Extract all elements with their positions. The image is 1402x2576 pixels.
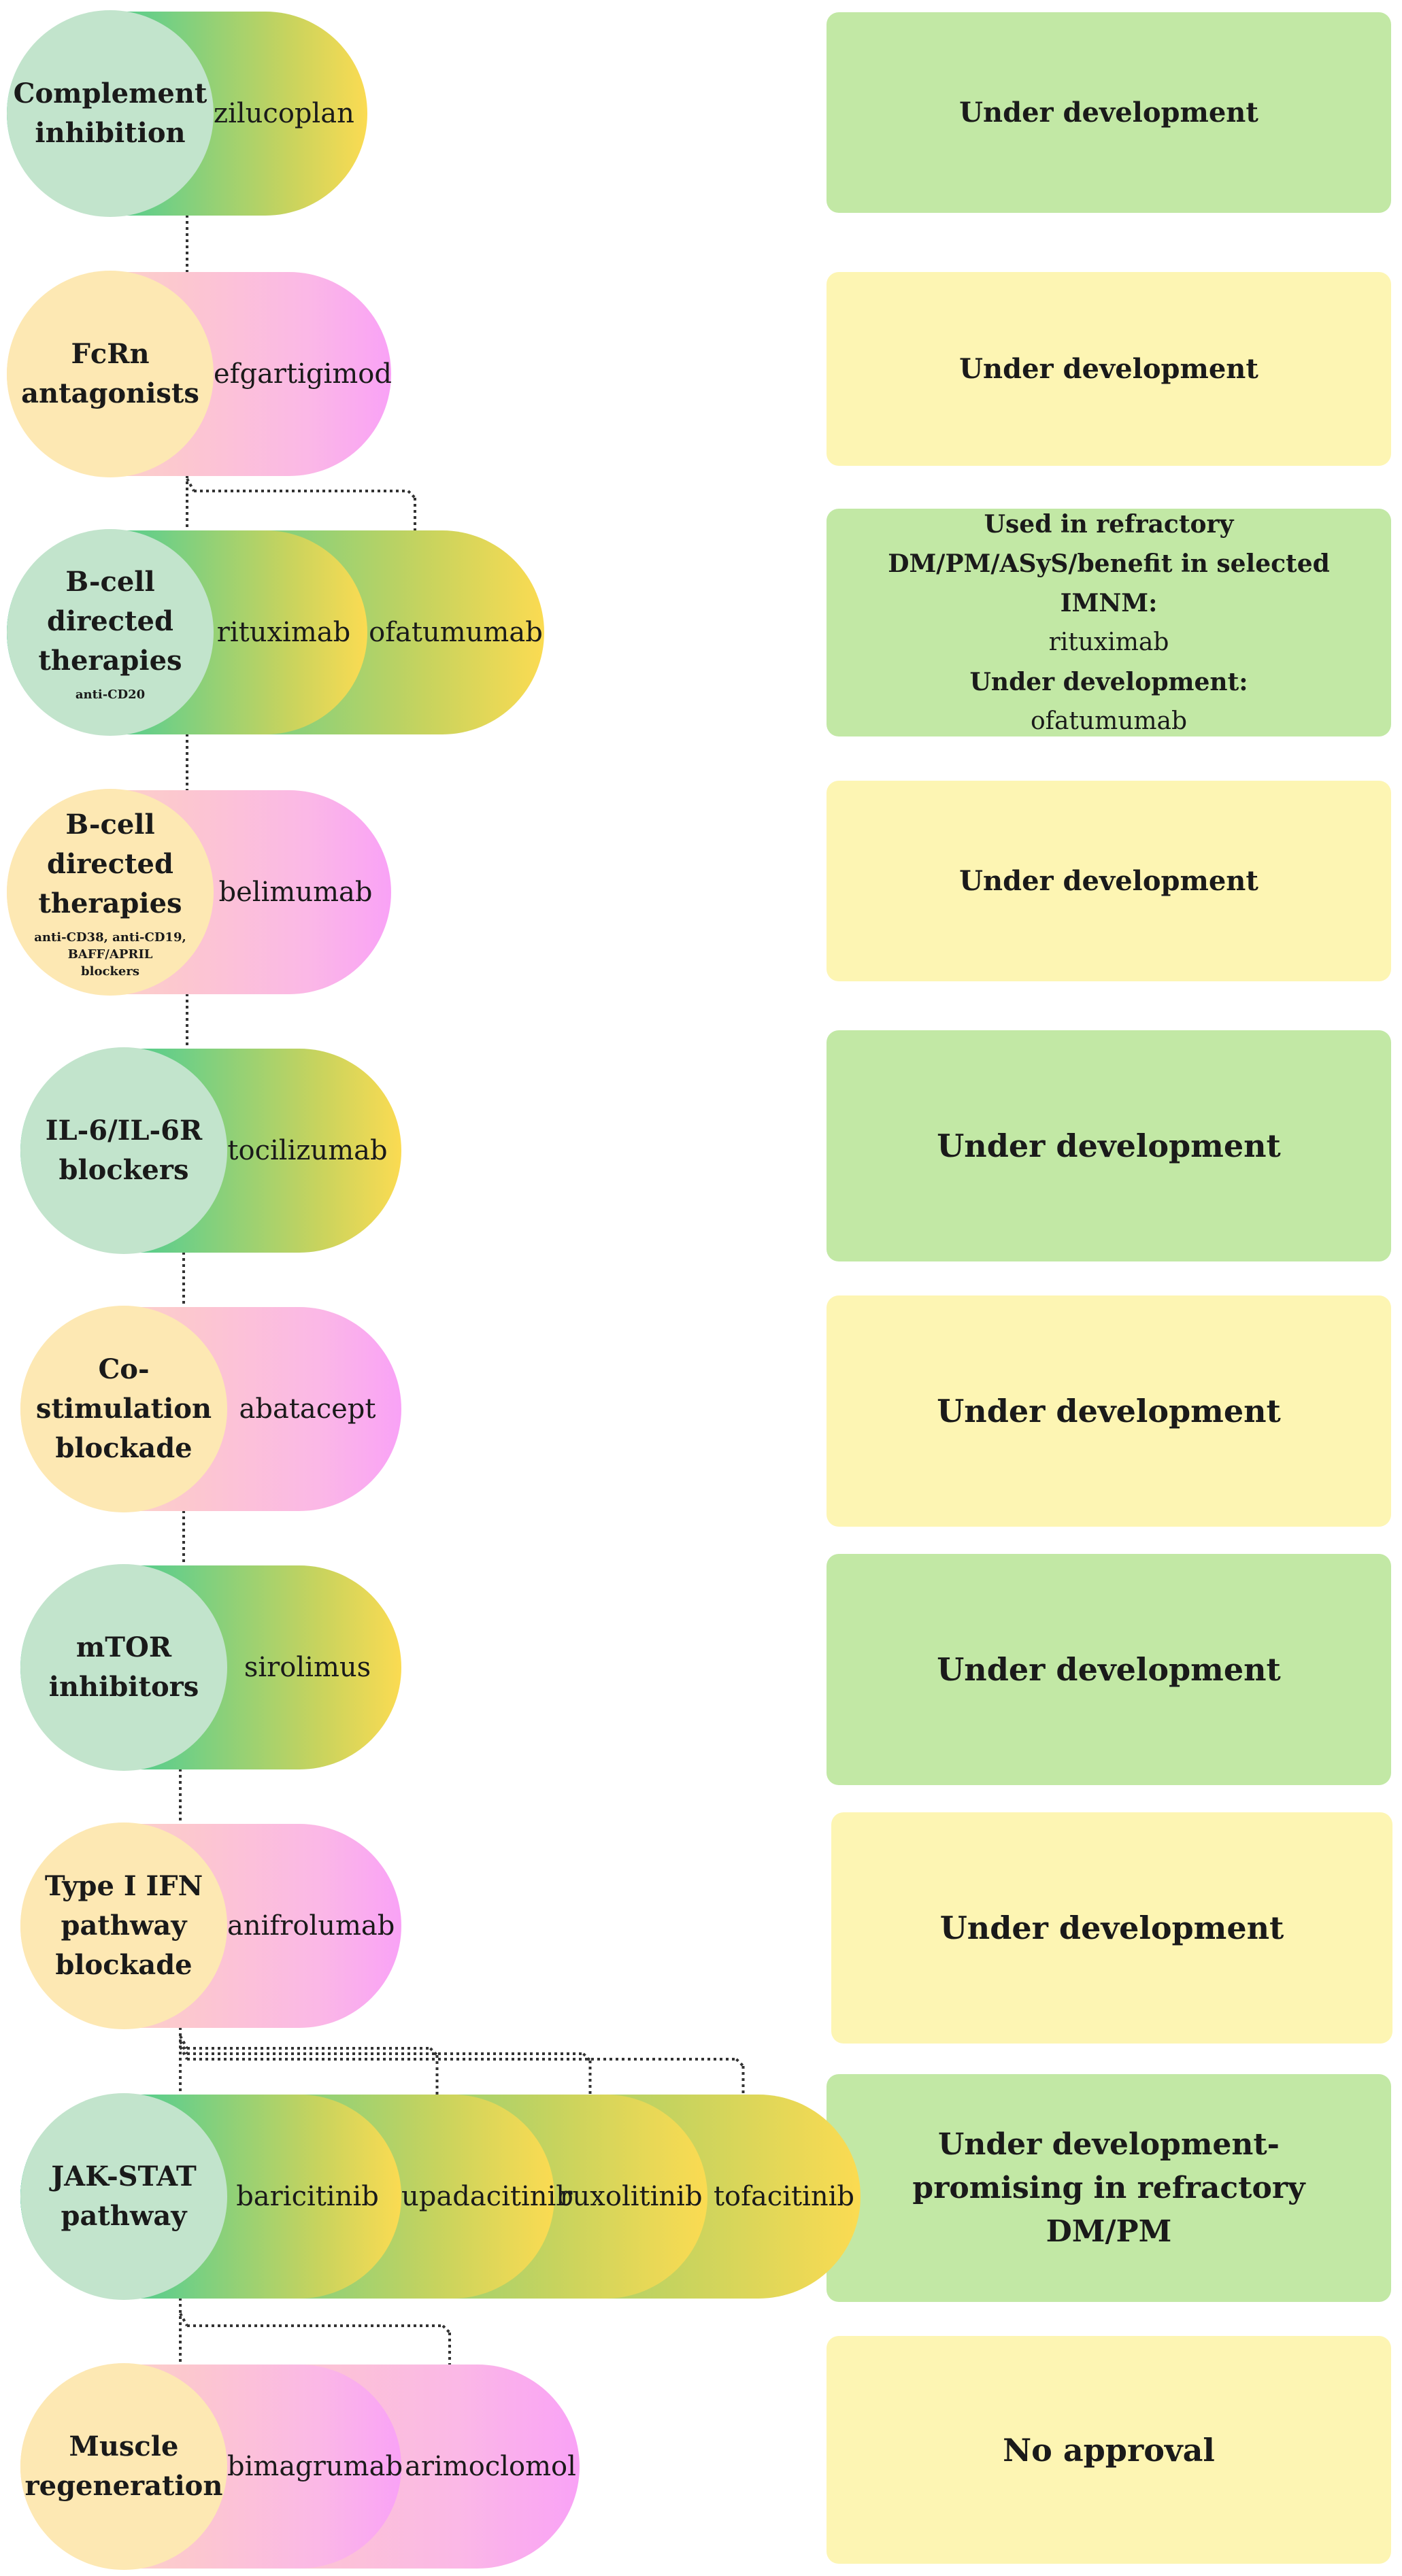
connector-branch: [186, 478, 195, 492]
status-line: Under development:: [969, 667, 1248, 696]
drug-name: belimumab: [218, 877, 373, 908]
status-text: No approval: [1003, 2431, 1215, 2469]
status-box: Under development: [827, 1030, 1391, 1261]
category-circle: Muscle regeneration: [20, 2363, 227, 2570]
subtitle-line: blockers: [81, 964, 139, 979]
category-label: B-cell directed: [47, 565, 173, 637]
subtitle-line: BAFF/APRIL: [67, 947, 153, 962]
status-line: promising in refractory: [912, 2170, 1305, 2205]
category-label: pathway: [61, 1910, 187, 1942]
category-label: therapies: [38, 887, 182, 919]
category-circle: JAK-STAT pathway: [20, 2093, 227, 2300]
category-circle: Complement inhibition: [7, 10, 214, 217]
subtitle-line: anti-CD20: [75, 687, 146, 702]
status-line: Used in refractory: [984, 509, 1234, 539]
category-label: Complement: [13, 78, 207, 109]
connector-branch: [179, 2046, 188, 2060]
connector-branch: [735, 2058, 744, 2067]
drug-name: anifrolumab: [227, 1910, 395, 1942]
category-label: regeneration: [24, 2470, 223, 2502]
category-label: Type I IFN: [44, 1870, 203, 1902]
category-label: JAK-STAT: [51, 2160, 197, 2192]
status-box: No approval: [827, 2336, 1391, 2564]
connector-branch: [407, 490, 416, 499]
drug-name: rituximab: [216, 617, 351, 648]
category-circle: B-cell directed therapies anti-CD20: [7, 529, 214, 736]
connector-branch: [441, 2324, 451, 2334]
status-box: Under development: [827, 272, 1391, 466]
status-line: ofatumumab: [1030, 707, 1188, 735]
category-circle: mTOR inhibitors: [20, 1564, 227, 1771]
status-line: rituximab: [1048, 628, 1169, 656]
category-label: B-cell directed: [47, 808, 173, 880]
category-label: Muscle: [69, 2430, 179, 2462]
connector-branch: [179, 2035, 188, 2049]
category-label: antagonists: [21, 377, 199, 409]
category-circle: Co-stimulation blockade: [20, 1306, 227, 1512]
drug-name: abatacept: [239, 1393, 376, 1425]
status-box: Under development: [831, 1812, 1392, 2044]
connector-branch: [429, 2047, 438, 2056]
drug-name: efgartigimod: [214, 358, 392, 390]
category-label: IL-6/IL-6R: [45, 1115, 203, 1147]
category-label: pathway: [61, 2200, 187, 2232]
subtitle-line: anti-CD38, anti-CD19,: [34, 930, 186, 945]
status-text: Under development: [937, 1651, 1281, 1688]
drug-name: upadacitinib: [401, 2181, 573, 2212]
status-box: Under development: [827, 1554, 1391, 1785]
category-label: therapies: [38, 644, 182, 677]
category-label: inhibitors: [48, 1671, 199, 1703]
drug-name: tocilizumab: [227, 1135, 388, 1166]
status-text: Under development: [959, 352, 1258, 385]
status-line: IMNM:: [1060, 588, 1158, 617]
category-circle: B-cell directed therapies anti-CD38, anti-…: [7, 789, 214, 996]
category-circle: Type I IFN pathway blockade: [20, 1823, 227, 2029]
category-subtitle: anti-CD38, anti-CD19, BAFF/APRIL blockers: [34, 929, 186, 980]
connector-branch: [179, 2313, 188, 2326]
connector-branch: [179, 2041, 188, 2054]
drug-name: arimoclomol: [405, 2451, 576, 2482]
status-text: Under development: [937, 1393, 1281, 1429]
status-line: Under development-: [938, 2126, 1280, 2162]
category-label: FcRn: [71, 338, 150, 370]
drug-name: zilucoplan: [214, 98, 354, 129]
status-text: Under development: [959, 864, 1258, 897]
status-line: DM/PM: [1046, 2214, 1172, 2249]
status-text: Under development: [939, 1910, 1284, 1946]
category-label: inhibition: [35, 117, 186, 149]
status-box: Under development: [827, 1295, 1391, 1527]
status-line: DM/PM/ASyS/benefit in selected: [888, 549, 1330, 578]
category-label: blockade: [55, 1432, 193, 1464]
status-box: Under development: [827, 12, 1391, 213]
category-label: blockers: [59, 1154, 189, 1186]
category-label: mTOR: [76, 1631, 172, 1663]
status-box: Under development: [827, 781, 1391, 981]
drug-name: tofacitinib: [713, 2181, 855, 2212]
category-circle: IL-6/IL-6R blockers: [20, 1047, 227, 1254]
status-box: Under development-promising in refractor…: [827, 2074, 1391, 2302]
connector-branch: [582, 2052, 591, 2062]
drug-name: sirolimus: [244, 1652, 371, 1683]
status-text: Under development: [937, 1128, 1281, 1164]
status-text: Under development: [959, 96, 1258, 129]
drug-name: baricitinib: [236, 2181, 379, 2212]
category-label: blockade: [55, 1949, 193, 1981]
drug-name: ofatumumab: [369, 617, 543, 648]
drug-name: ruxolitinib: [559, 2181, 703, 2212]
category-circle: FcRn antagonists: [7, 271, 214, 477]
category-label: Co-stimulation: [35, 1353, 212, 1425]
drug-name: bimagrumab: [227, 2451, 403, 2482]
category-subtitle: anti-CD20: [76, 686, 145, 703]
